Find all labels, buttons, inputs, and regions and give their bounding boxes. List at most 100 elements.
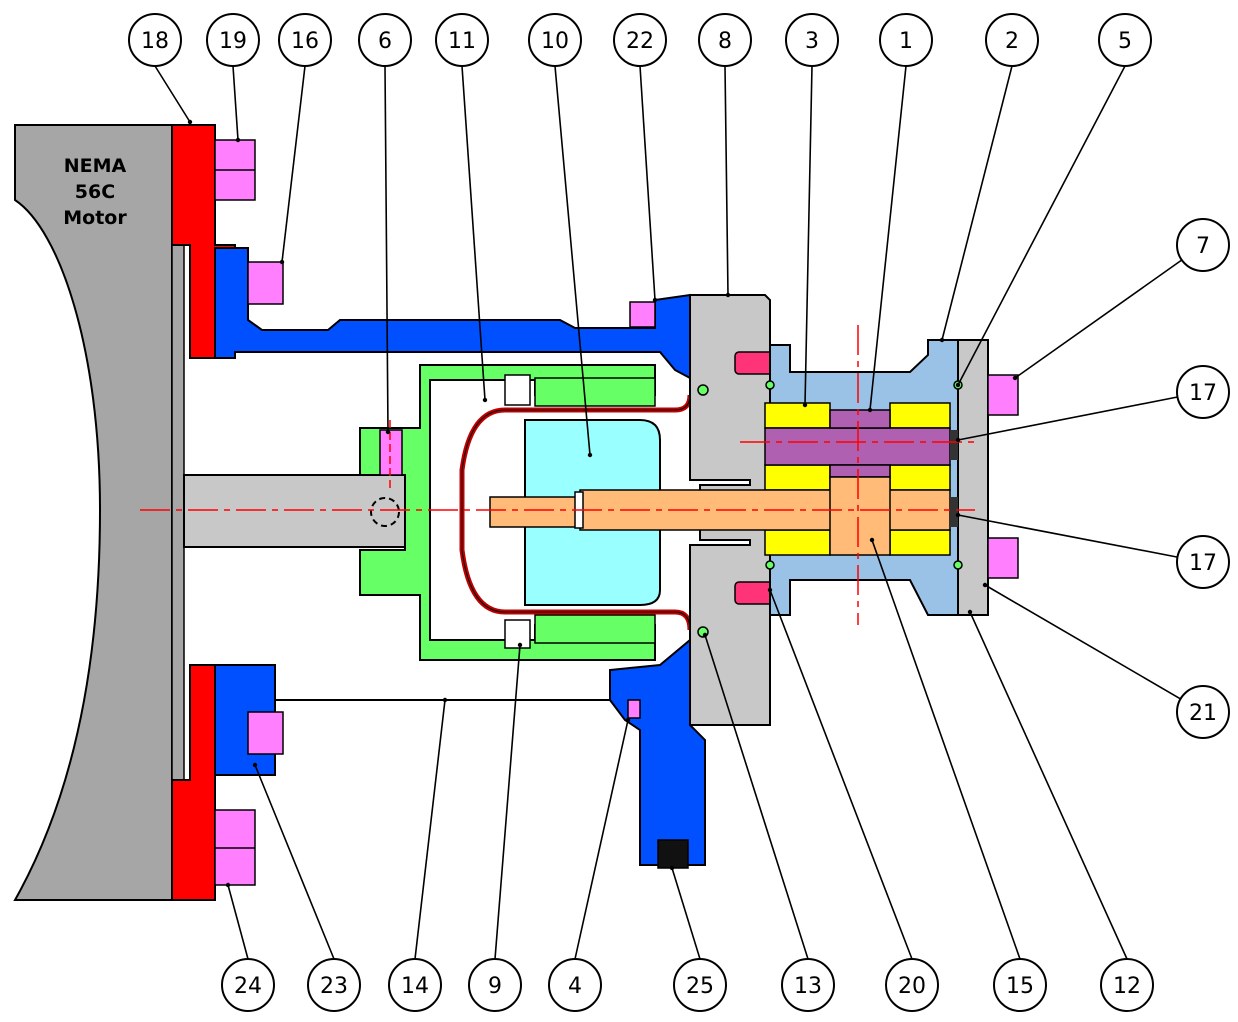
leader-bottom-14-arrowhead bbox=[442, 697, 448, 703]
leader-top-11-arrowhead bbox=[482, 397, 488, 403]
leader-top-22 bbox=[639, 65, 656, 301]
leader-top-11 bbox=[461, 65, 486, 401]
leader-top-22-arrowhead bbox=[652, 297, 658, 303]
balloon-10-top-5-label: 10 bbox=[541, 29, 569, 54]
balloon-4-bottom-4-circle bbox=[548, 958, 602, 1012]
balloon-22-top-6: 22 bbox=[613, 13, 667, 67]
balloon-12-bottom-9-label: 12 bbox=[1113, 974, 1141, 999]
balloon-22-top-6-label: 22 bbox=[626, 29, 654, 54]
leader-right-21-3-arrowhead bbox=[982, 582, 988, 588]
balloon-14-bottom-2-circle bbox=[388, 958, 442, 1012]
leader-top-18 bbox=[154, 65, 191, 123]
balloon-17-right-2-circle bbox=[1176, 535, 1230, 589]
balloon-7-right-0-circle bbox=[1176, 218, 1230, 272]
balloon-24-bottom-0-circle bbox=[221, 958, 275, 1012]
seal-17-top bbox=[950, 430, 958, 460]
balloon-5-top-11-circle bbox=[1098, 13, 1152, 67]
balloon-6-top-3: 6 bbox=[358, 13, 412, 67]
leader-right-17-2 bbox=[957, 514, 1178, 558]
balloon-24-bottom-0: 24 bbox=[221, 958, 275, 1012]
balloon-25-bottom-5: 25 bbox=[673, 958, 727, 1012]
balloon-21-right-3-label: 21 bbox=[1189, 701, 1217, 726]
balloon-6-top-3-label: 6 bbox=[378, 29, 392, 54]
leader-right-21-3 bbox=[984, 584, 1181, 700]
cover-bolt-21 bbox=[987, 537, 1019, 579]
balloon-12-bottom-9: 12 bbox=[1100, 958, 1154, 1012]
balloon-14-bottom-2-label: 14 bbox=[401, 974, 429, 999]
balloon-13-bottom-6-label: 13 bbox=[794, 974, 822, 999]
balloon-5-top-11: 5 bbox=[1098, 13, 1152, 67]
motor-label-line2: 56C bbox=[75, 181, 115, 203]
drive-gear-hub bbox=[829, 476, 891, 556]
balloon-13-bottom-6: 13 bbox=[781, 958, 835, 1012]
balloon-15-bottom-8-circle bbox=[993, 958, 1047, 1012]
balloon-2-top-10-label: 2 bbox=[1005, 29, 1019, 54]
leader-bottom-25 bbox=[671, 867, 701, 960]
balloon-3-top-8: 3 bbox=[785, 13, 839, 67]
gear-top-left bbox=[764, 402, 831, 429]
gear-top-right bbox=[889, 402, 951, 429]
drive-magnet-bottom bbox=[534, 614, 656, 644]
balloon-1-top-9-label: 1 bbox=[899, 29, 913, 54]
fastener-4 bbox=[627, 699, 641, 719]
motor-label-line1: NEMA bbox=[64, 155, 127, 177]
motor-label-line3: Motor bbox=[63, 207, 127, 229]
leader-bottom-15-arrowhead bbox=[869, 537, 875, 543]
balloon-23-bottom-1: 23 bbox=[307, 958, 361, 1012]
balloon-8-top-7: 8 bbox=[698, 13, 752, 67]
balloon-11-top-4: 11 bbox=[435, 13, 489, 67]
leader-top-5 bbox=[957, 65, 1126, 386]
leader-bottom-12 bbox=[969, 611, 1128, 960]
balloon-19-top-1-label: 19 bbox=[219, 29, 247, 54]
end-cover bbox=[957, 339, 989, 616]
bolt-16 bbox=[247, 261, 284, 305]
balloon-2-top-10-circle bbox=[985, 13, 1039, 67]
leader-bottom-24 bbox=[227, 884, 249, 960]
bolt-23 bbox=[247, 711, 284, 755]
seal-17-bot bbox=[950, 497, 958, 527]
balloon-8-top-7-label: 8 bbox=[718, 29, 732, 54]
balloon-12-bottom-9-circle bbox=[1100, 958, 1154, 1012]
leader-bottom-23-arrowhead bbox=[252, 762, 258, 768]
balloon-16-top-2-label: 16 bbox=[291, 29, 319, 54]
balloon-17-right-2-label: 17 bbox=[1189, 551, 1217, 576]
leader-top-16-arrowhead bbox=[279, 259, 285, 265]
balloon-22-top-6-circle bbox=[613, 13, 667, 67]
containment-can-outline bbox=[461, 394, 691, 631]
leader-bottom-23 bbox=[254, 764, 335, 960]
drive-magnet-top bbox=[534, 377, 656, 407]
balloon-10-top-5: 10 bbox=[528, 13, 582, 67]
leader-bottom-15 bbox=[871, 539, 1021, 960]
balloon-20-bottom-7: 20 bbox=[885, 958, 939, 1012]
set-screw bbox=[379, 429, 403, 476]
balloon-20-bottom-7-circle bbox=[885, 958, 939, 1012]
balloon-11-top-4-label: 11 bbox=[448, 29, 476, 54]
oring-5b bbox=[953, 560, 963, 570]
leader-bottom-4-arrowhead bbox=[625, 717, 631, 723]
balloon-9-bottom-3: 9 bbox=[468, 958, 522, 1012]
balloon-25-bottom-5-circle bbox=[673, 958, 727, 1012]
leader-top-2-arrowhead bbox=[939, 337, 945, 343]
balloon-10-top-5-circle bbox=[528, 13, 582, 67]
leader-top-3-arrowhead bbox=[802, 402, 808, 408]
bracket-top bbox=[214, 247, 691, 380]
balloon-7-right-0: 7 bbox=[1176, 218, 1230, 272]
leader-top-16 bbox=[281, 65, 306, 263]
gear-bot-left bbox=[764, 529, 831, 556]
leader-bottom-25-arrowhead bbox=[669, 865, 675, 871]
balloon-18-top-0-label: 18 bbox=[141, 29, 169, 54]
leader-right-17-1-arrowhead bbox=[955, 437, 961, 443]
drain-plug bbox=[657, 839, 689, 869]
leader-bottom-12-arrowhead bbox=[967, 609, 973, 615]
oring-770b bbox=[765, 560, 775, 570]
leader-bottom-14 bbox=[414, 699, 446, 960]
leader-bottom-24-arrowhead bbox=[225, 882, 231, 888]
leader-top-3 bbox=[804, 65, 813, 406]
balloon-9-bottom-3-circle bbox=[468, 958, 522, 1012]
leader-top-1 bbox=[869, 65, 907, 411]
balloon-4-bottom-4: 4 bbox=[548, 958, 602, 1012]
balloon-15-bottom-8: 15 bbox=[993, 958, 1047, 1012]
balloon-17-right-1: 17 bbox=[1176, 365, 1230, 419]
